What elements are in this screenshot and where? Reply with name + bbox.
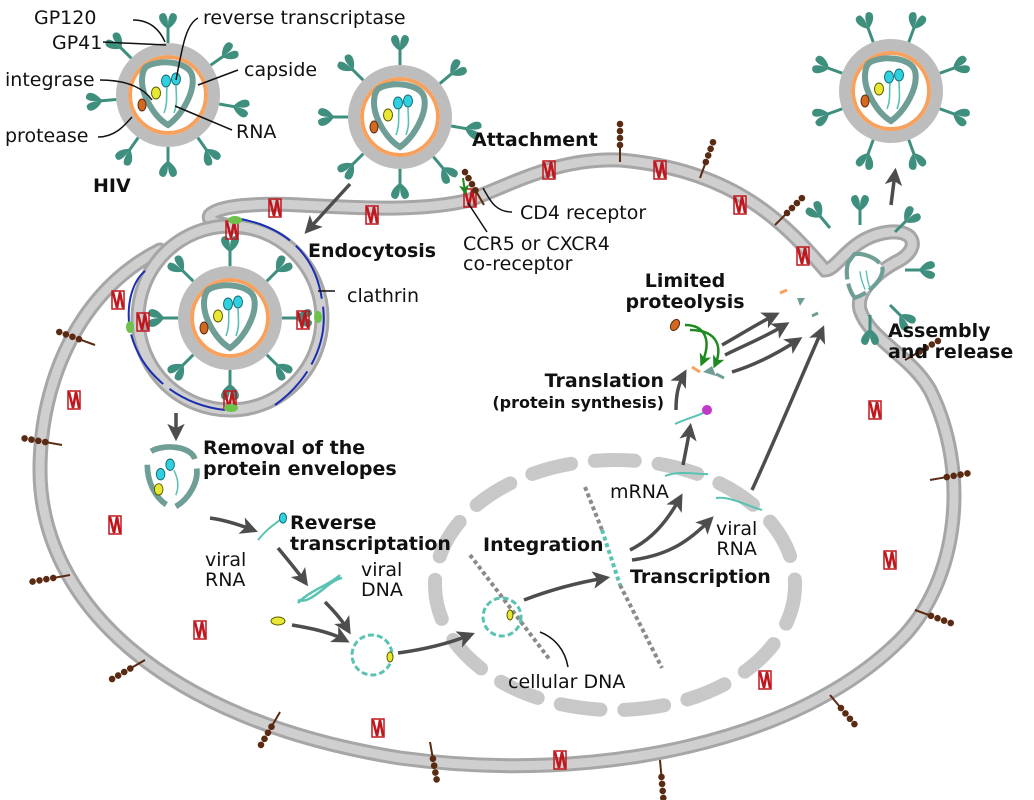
integrating-viral-dna: [481, 596, 523, 638]
hiv-virion: [84, 11, 252, 179]
arrow-to-viral-rna: [631, 516, 714, 562]
hiv-label: HIV: [93, 175, 131, 197]
gp120-label: GP120: [34, 7, 97, 29]
arrow-rna-to-assembly: [750, 325, 826, 491]
step-proteolysis-line2: proteolysis: [625, 291, 745, 313]
proteolysis-arrow-1: [684, 323, 712, 367]
rna-label: RNA: [236, 121, 277, 143]
released-virion: [809, 9, 973, 173]
viral-dna-label-line1: viral: [361, 559, 403, 581]
viral-rna-nuclear-line1: viral: [716, 518, 758, 540]
step-transcription: Transcription: [630, 566, 771, 588]
circular-viral-dna: [350, 633, 394, 677]
gp41-label: GP41: [52, 32, 103, 54]
step-assembly-line1: Assembly: [888, 320, 991, 342]
cell-membrane: [32, 152, 962, 774]
step-uncoating-line1: Removal of the: [203, 437, 366, 459]
arrow-release: [884, 167, 903, 206]
viral-rna-nuclear-line2: RNA: [716, 538, 757, 560]
proteolysis-arrow-2: [689, 328, 725, 369]
step-assembly-release: Assembly and release: [888, 321, 1013, 363]
step-uncoating: Removal of the protein envelopes: [203, 438, 397, 480]
step-translation: Translation (protein synthesis): [484, 371, 664, 413]
mrna-translating: [674, 411, 706, 425]
polyprotein: [691, 365, 725, 380]
viral-dna-helix: [297, 574, 343, 604]
cellular-dna-label: cellular DNA: [508, 671, 626, 693]
arrow-integration: [523, 571, 611, 602]
coreceptor-label-line1: CCR5 or CXCR4: [463, 233, 610, 255]
leader-lines: [97, 17, 569, 668]
binding-arrow: [459, 177, 469, 195]
step-uncoating-line2: protein envelopes: [203, 458, 397, 480]
coreceptor-label: CCR5 or CXCR4 co-receptor: [463, 234, 610, 274]
capside-label: capside: [244, 59, 318, 81]
arrow-endocytosis: [304, 182, 352, 234]
step-attachment: Attachment: [472, 129, 598, 151]
clathrin-coat: [127, 217, 325, 411]
uncoated-capsid: [144, 444, 200, 509]
viral-rna-label-line1: viral: [205, 549, 247, 571]
cellular-dna-strand-1: [468, 553, 552, 662]
integrase-enzyme: [270, 616, 286, 626]
step-reverse-transcription: Reverse transcriptation: [290, 513, 451, 555]
step-endocytosis: Endocytosis: [308, 240, 437, 262]
viral-rna-transcript: [715, 496, 763, 511]
step-proteolysis-line1: Limited: [644, 270, 726, 292]
coreceptor-label-line2: co-receptor: [463, 253, 573, 275]
process-arrows: [167, 167, 903, 655]
mrna-strand: [664, 471, 709, 477]
step-translation-line1: Translation: [544, 370, 664, 392]
arrow-to-rna: [209, 516, 258, 534]
budding-virion: [802, 193, 937, 347]
endocytosed-virion: [126, 216, 330, 418]
reverse-transcriptase-label: reverse transcriptase: [203, 7, 406, 29]
step-integration: Integration: [483, 534, 604, 556]
arrow-dna-to-circle: [323, 600, 351, 635]
protease-label: protease: [5, 125, 89, 147]
arrow-proteolysis-1: [721, 312, 780, 347]
integrase-label: integrase: [5, 69, 95, 91]
viral-rna-nuclear-label: viral RNA: [716, 519, 757, 559]
arrow-integrase-to-circle: [291, 623, 350, 643]
mrna-label: mRNA: [610, 481, 669, 503]
nucleus: [428, 453, 802, 717]
attaching-virion: [316, 33, 484, 201]
viral-rna-label: viral RNA: [205, 550, 246, 590]
arrow-to-nucleus: [397, 631, 475, 655]
step-assembly-line2: and release: [888, 341, 1014, 363]
viral-rna-strand: [257, 512, 287, 541]
integrated-provirus: [583, 486, 664, 669]
viral-rna-label-line2: RNA: [205, 569, 246, 591]
arrow-to-dna: [276, 546, 309, 587]
arrow-proteolysis-2: [724, 322, 790, 357]
arrow-proteolysis-3: [731, 337, 803, 374]
viral-dna-label-line2: DNA: [361, 579, 403, 601]
step-rt-line2: transcriptation: [290, 533, 451, 555]
ribosome: [702, 405, 712, 415]
clathrin-label: clathrin: [347, 285, 419, 307]
protease-enzyme: [669, 318, 681, 332]
arrow-translation: [670, 369, 687, 411]
step-translation-line2: (protein synthesis): [492, 393, 664, 412]
step-rt-line1: Reverse: [290, 512, 377, 534]
arrow-mrna-export: [679, 422, 697, 466]
step-proteolysis: Limited proteolysis: [620, 271, 750, 313]
arrow-to-mrna: [629, 493, 683, 552]
cd4-receptor-label: CD4 receptor: [520, 202, 647, 224]
viral-dna-label: viral DNA: [361, 560, 403, 600]
